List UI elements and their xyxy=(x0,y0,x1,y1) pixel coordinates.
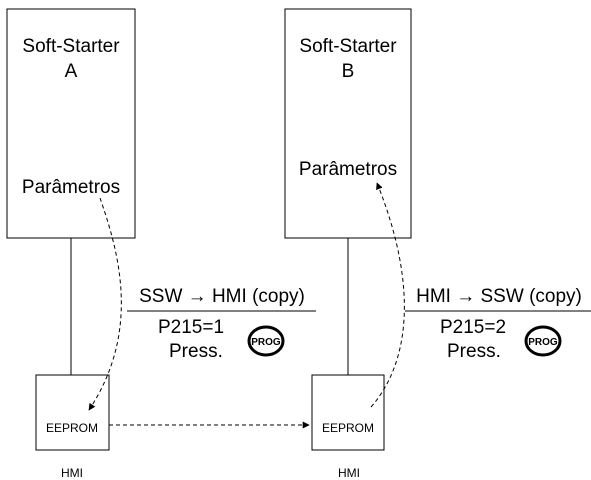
prog-key-icon: PROG xyxy=(247,325,285,357)
soft-starter-a: Soft-Starter A Parâmetros xyxy=(6,8,136,239)
prog-key-icon: PROG xyxy=(524,325,562,357)
soft-starter-b-box xyxy=(284,8,412,239)
hmi-b-box xyxy=(311,374,385,451)
hmi-b: EEPROM HMI xyxy=(311,374,385,480)
copy-arrow-params-to-hmi-a xyxy=(88,197,122,411)
hmi-a-box xyxy=(35,374,110,451)
prog-key-a-label: PROG xyxy=(251,337,281,348)
hmi-b-caption: HMI xyxy=(338,466,360,480)
transfer-a-annotation: SSW → HMI (copy) P215=1 Press. PROG xyxy=(127,286,316,362)
soft-starter-b-title-line1: Soft-Starter xyxy=(299,36,397,57)
prog-key-b-label: PROG xyxy=(528,337,558,348)
transfer-b-direction: HMI → SSW (copy) xyxy=(416,286,582,307)
soft-starter-b-param-label: Parâmetros xyxy=(299,159,397,180)
transfer-a-parameter: P215=1 xyxy=(158,317,224,338)
soft-starter-a-param-label: Parâmetros xyxy=(22,177,120,198)
soft-starter-a-title-line1: Soft-Starter xyxy=(22,36,120,57)
hmi-b-memory-label: EEPROM xyxy=(322,421,374,435)
transfer-b-parameter: P215=2 xyxy=(440,317,506,338)
hmi-a-memory-label: EEPROM xyxy=(46,421,98,435)
transfer-a-direction: SSW → HMI (copy) xyxy=(139,286,305,307)
copy-arrow-hmi-b-to-params xyxy=(370,182,405,408)
soft-starter-a-box xyxy=(6,8,136,239)
hmi-a: EEPROM HMI xyxy=(35,374,110,480)
soft-starter-b-title-line2: B xyxy=(342,61,355,82)
soft-starter-b: Soft-Starter B Parâmetros xyxy=(284,8,412,239)
hmi-a-caption: HMI xyxy=(61,466,83,480)
transfer-a-press-label: Press. xyxy=(169,341,223,362)
transfer-b-press-label: Press. xyxy=(447,341,501,362)
soft-starter-a-title-line2: A xyxy=(65,61,78,82)
transfer-b-annotation: HMI → SSW (copy) P215=2 Press. PROG xyxy=(405,286,591,362)
